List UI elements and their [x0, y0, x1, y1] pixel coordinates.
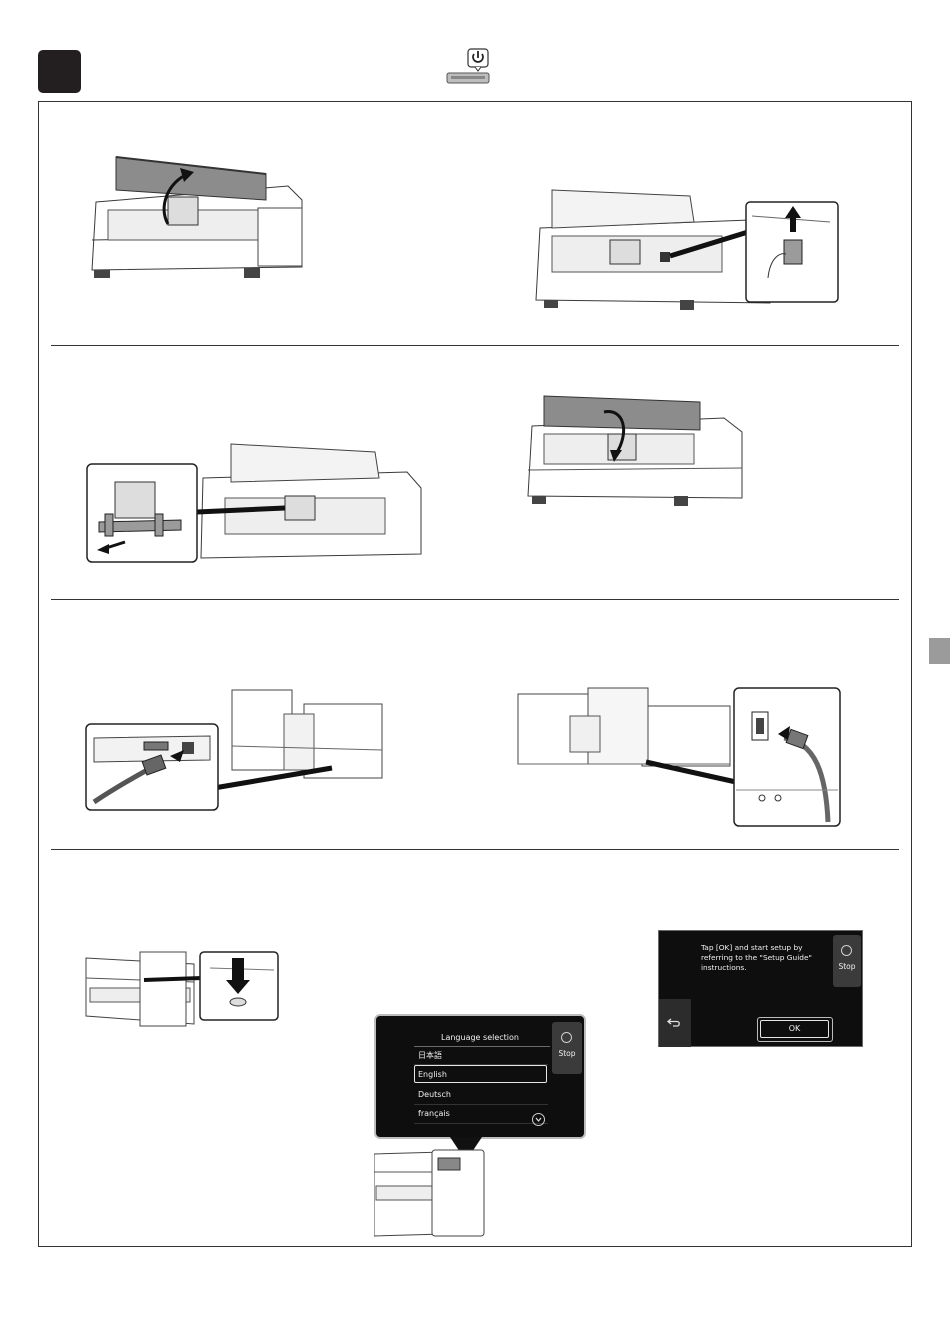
illustration-connect-power-cord-outlet — [516, 686, 842, 828]
ok-button[interactable]: OK — [757, 1017, 833, 1042]
illustration-connect-power-cord-printer — [84, 686, 384, 814]
illustration-open-top-cover — [88, 152, 310, 282]
ok-button-inner: OK — [760, 1020, 829, 1038]
language-selection-title: Language selection — [414, 1033, 546, 1042]
item-separator — [414, 1104, 548, 1105]
power-icon — [446, 46, 490, 90]
row-divider — [51, 599, 899, 600]
back-arrow-icon — [659, 999, 691, 1047]
item-separator — [414, 1123, 548, 1124]
row-divider — [51, 849, 899, 850]
stop-button[interactable]: Stop — [833, 935, 861, 987]
language-item[interactable]: français — [418, 1109, 450, 1118]
setup-message: Tap [OK] and start setup by referring to… — [701, 943, 833, 973]
stop-label: Stop — [833, 962, 861, 971]
illustration-printer-control-panel — [374, 1148, 486, 1240]
ok-label: OK — [761, 1024, 828, 1033]
setup-start-screen: Tap [OK] and start setup by referring to… — [658, 930, 863, 1047]
stop-label: Stop — [552, 1049, 582, 1058]
row-divider — [51, 345, 899, 346]
back-button[interactable] — [659, 999, 691, 1047]
stop-button[interactable]: Stop — [552, 1022, 582, 1074]
language-item[interactable]: Deutsch — [418, 1090, 451, 1099]
language-selection-screen: Language selection Stop 日本語 English Deut… — [374, 1014, 586, 1139]
illustration-close-top-cover — [524, 392, 746, 510]
title-underline — [414, 1046, 550, 1047]
step-badge — [38, 50, 81, 93]
illustration-remove-tape — [530, 188, 842, 314]
language-item[interactable]: 日本語 — [418, 1050, 442, 1061]
illustration-remove-carriage-lock — [85, 442, 425, 568]
language-item-label: English — [418, 1070, 447, 1079]
stop-icon — [841, 945, 852, 956]
language-item-selected[interactable]: English — [414, 1065, 547, 1083]
section-tab — [929, 638, 950, 664]
chevron-down-icon[interactable] — [532, 1113, 545, 1126]
stop-icon — [561, 1032, 572, 1043]
illustration-press-power-button — [84, 950, 280, 1032]
